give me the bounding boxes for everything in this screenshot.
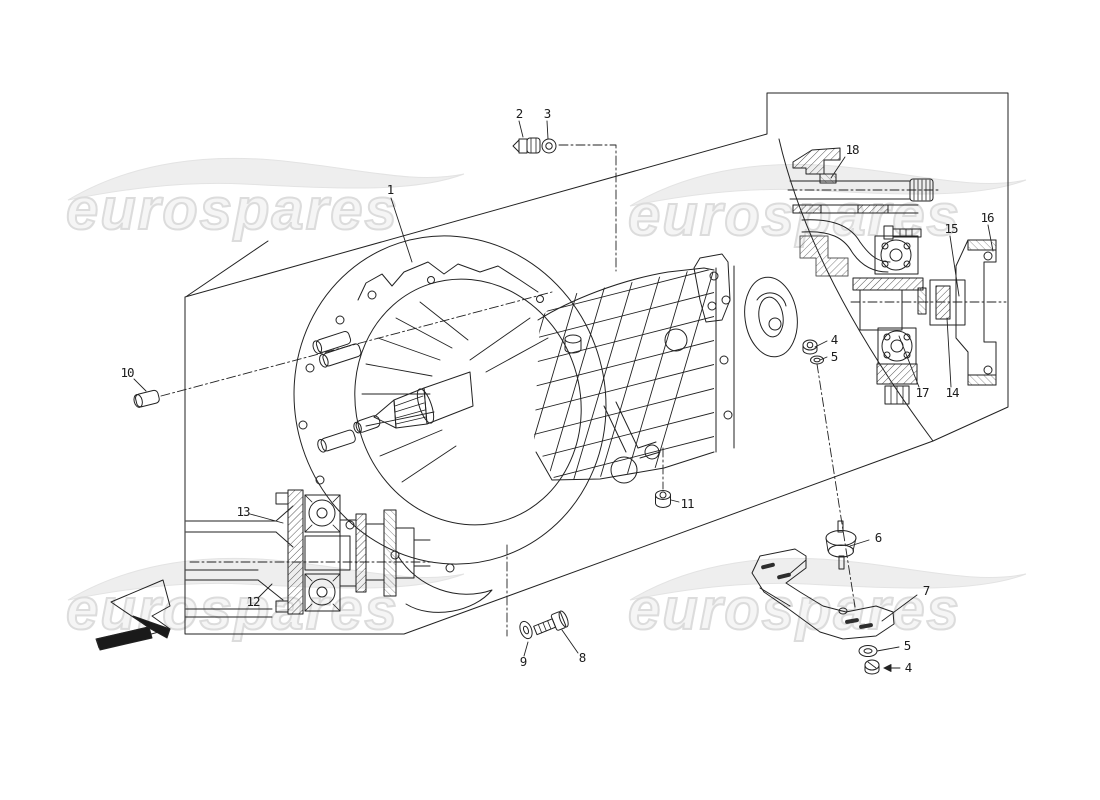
part-4-nut-lower bbox=[864, 659, 880, 675]
part-3-washer bbox=[541, 138, 557, 154]
callout-1: 1 bbox=[386, 181, 394, 197]
inset-bearing-upper bbox=[874, 235, 919, 275]
callout-6: 6 bbox=[874, 529, 882, 545]
callout-12: 12 bbox=[246, 593, 260, 609]
part-5-washer-lower bbox=[858, 645, 878, 657]
callout-18: 18 bbox=[845, 141, 859, 157]
bell-ribs bbox=[361, 301, 549, 483]
inset-bolt bbox=[883, 225, 922, 240]
hub-14-outline bbox=[929, 279, 966, 326]
callout-5: 5 bbox=[903, 637, 911, 653]
callout-4: 4 bbox=[830, 331, 838, 347]
part-6-mount bbox=[825, 520, 857, 570]
part-8-bolt bbox=[533, 610, 569, 636]
part-5-washer-upper bbox=[810, 355, 824, 365]
part-11-nut bbox=[655, 490, 671, 508]
part-4-nut-upper bbox=[802, 339, 818, 355]
companion-flange-16 bbox=[955, 239, 997, 386]
callout-16: 16 bbox=[980, 209, 994, 225]
part-9-washer bbox=[519, 620, 533, 640]
hub-bearing-upper bbox=[304, 494, 341, 533]
callout-2: 2 bbox=[515, 105, 523, 121]
spacer-14 bbox=[935, 285, 951, 320]
callout-10: 10 bbox=[120, 364, 134, 380]
bell-housing bbox=[293, 235, 607, 613]
stud-boss-lower bbox=[317, 429, 356, 453]
callout-11: 11 bbox=[680, 495, 694, 511]
output-flange bbox=[744, 276, 798, 358]
small-parts bbox=[133, 137, 895, 675]
top-bracket bbox=[693, 253, 731, 323]
callout-14: 14 bbox=[945, 384, 959, 400]
callout-15: 15 bbox=[944, 220, 958, 236]
callout-3: 3 bbox=[543, 105, 551, 121]
gear-case bbox=[534, 253, 798, 484]
inset-gear bbox=[884, 385, 910, 405]
mount-arm bbox=[603, 401, 661, 484]
part-10-plug bbox=[133, 389, 160, 408]
part-2-switch bbox=[512, 137, 541, 154]
callout-4: 4 bbox=[904, 659, 912, 675]
callout-8: 8 bbox=[578, 649, 586, 665]
callout-5: 5 bbox=[830, 348, 838, 364]
case-port bbox=[664, 328, 688, 352]
callout-13: 13 bbox=[236, 503, 250, 519]
stud-bosses bbox=[312, 331, 362, 368]
callout-17: 17 bbox=[915, 384, 929, 400]
inset-bearing-lower bbox=[877, 327, 917, 365]
callout-9: 9 bbox=[519, 653, 527, 669]
direction-arrow-icon bbox=[95, 579, 171, 651]
seal-17 bbox=[917, 287, 927, 315]
breather-plug bbox=[564, 334, 582, 354]
input-shaft bbox=[353, 371, 474, 434]
callout-7: 7 bbox=[922, 582, 930, 598]
